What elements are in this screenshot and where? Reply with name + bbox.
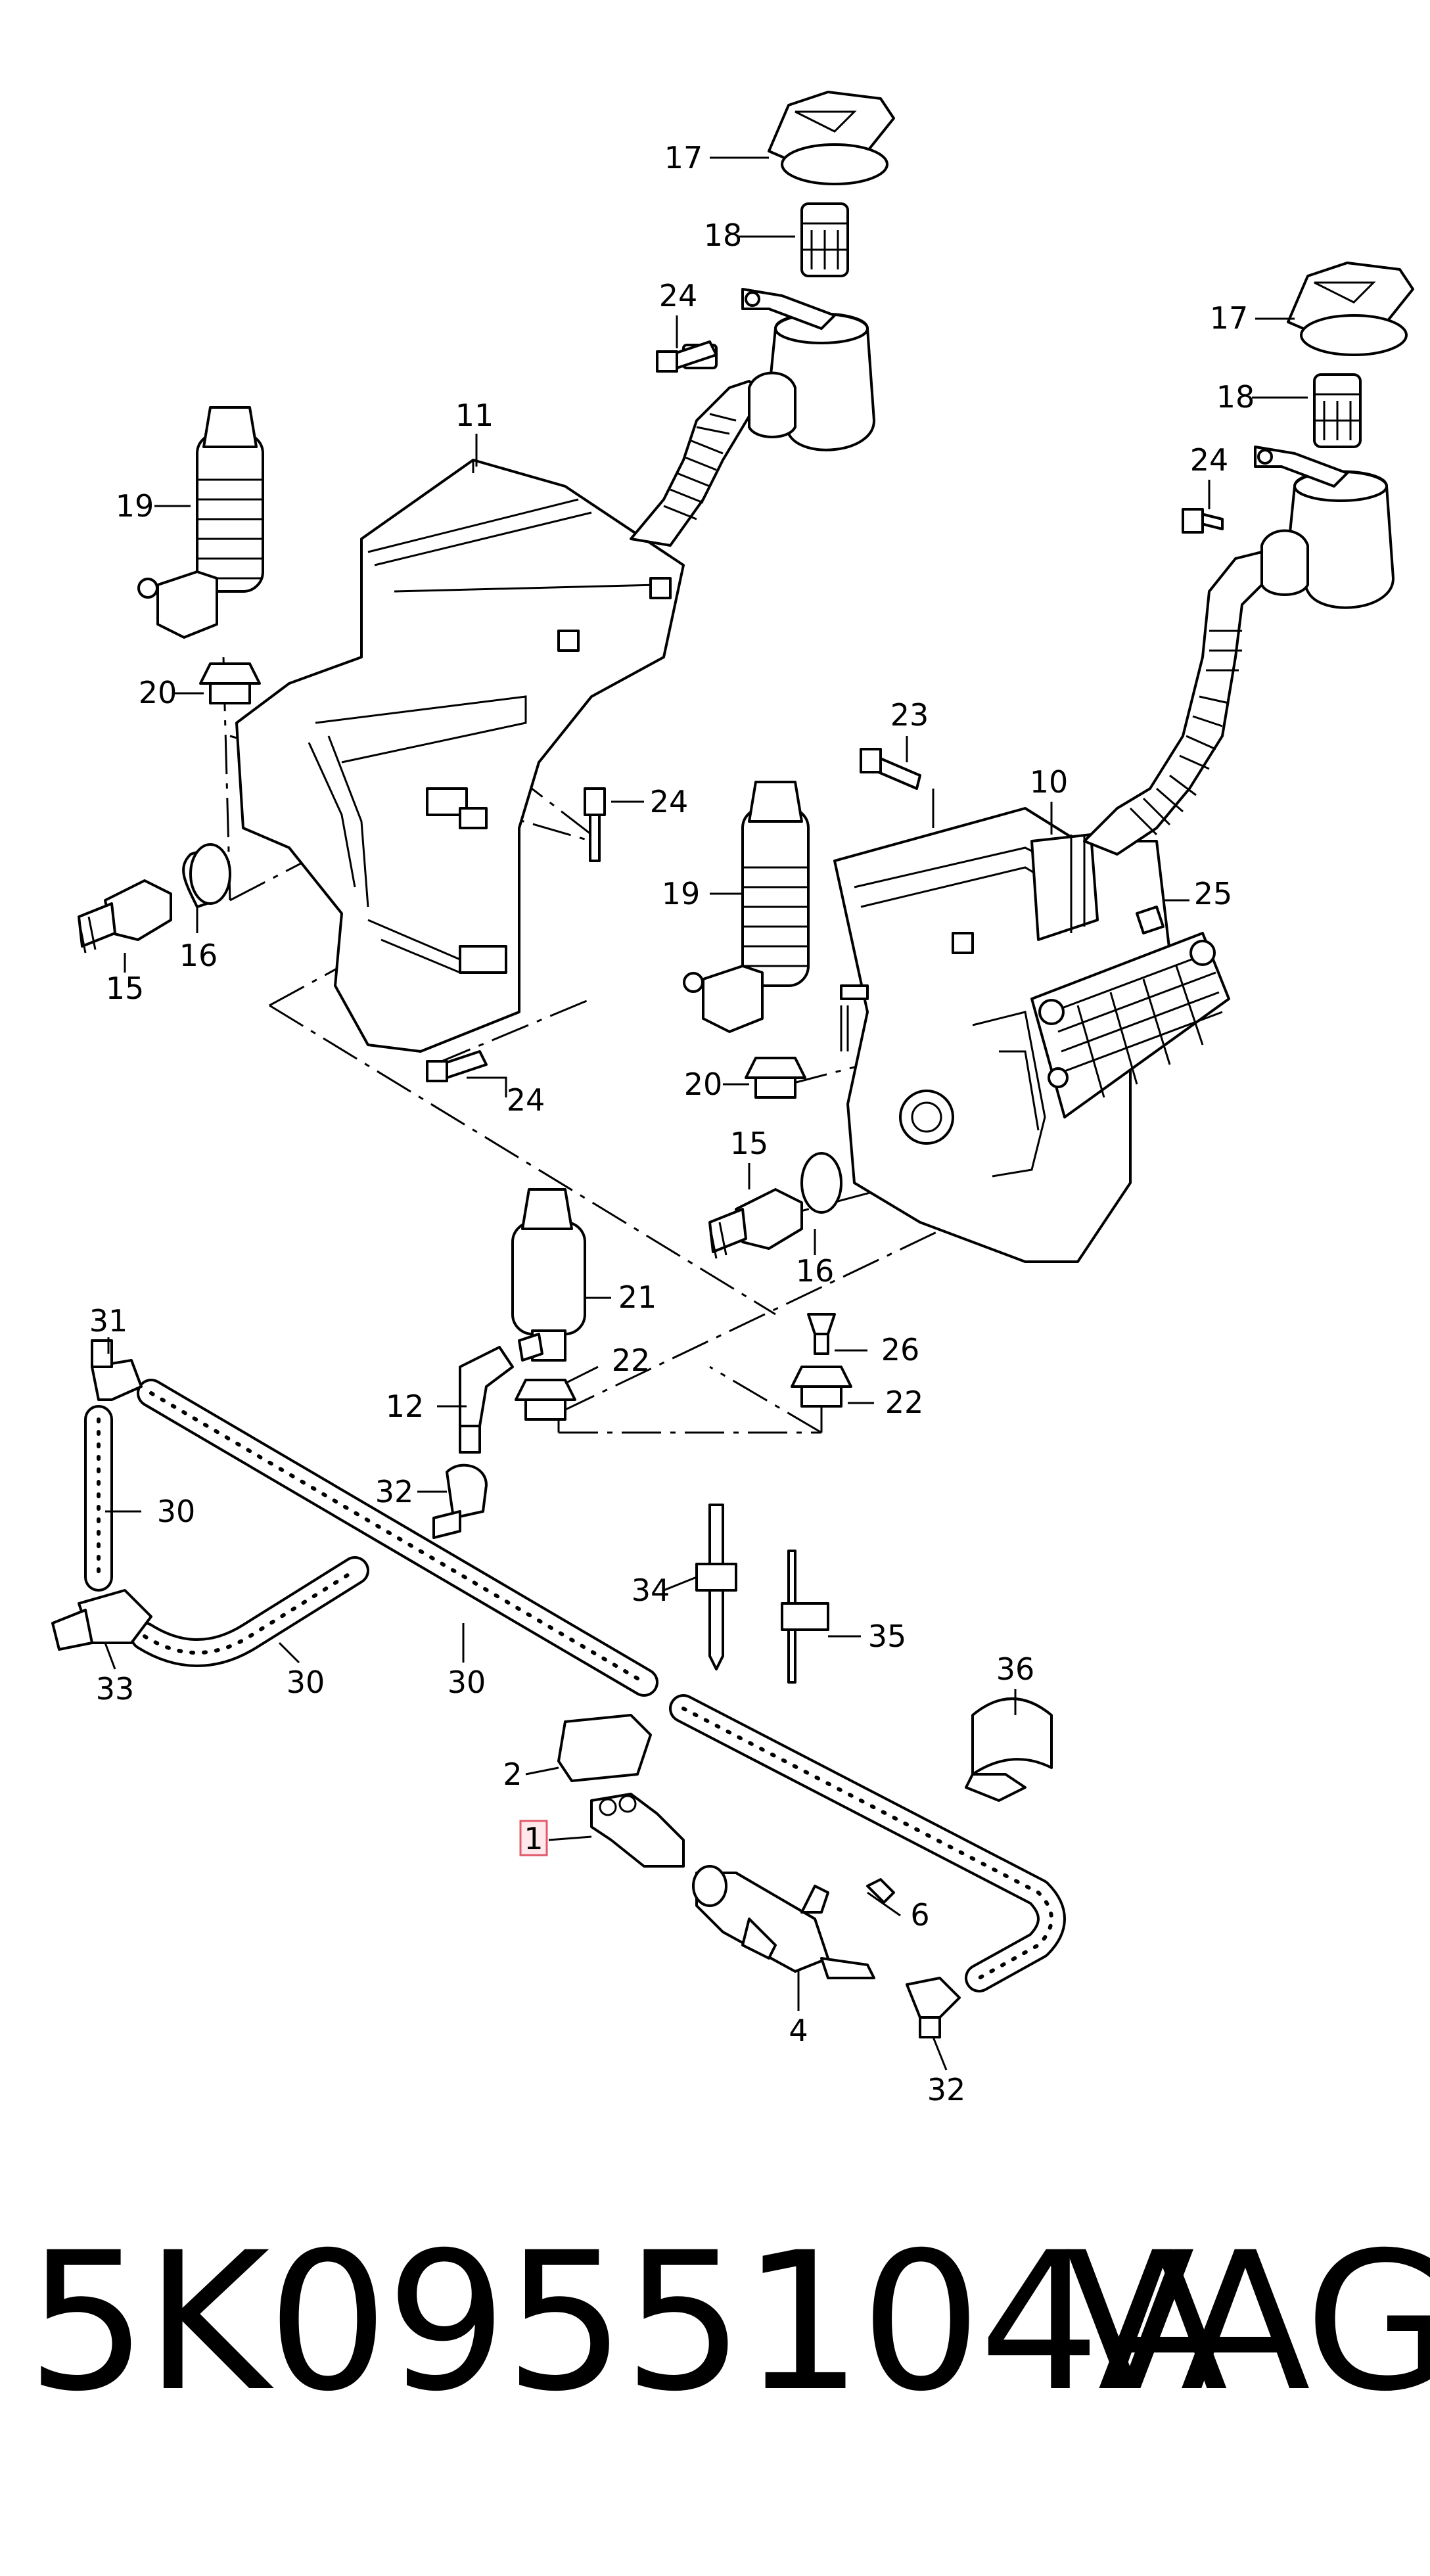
level-sensor-right [708, 1152, 842, 1259]
part-1-highlight-box [519, 1820, 548, 1856]
part-number: 5K0955104A [26, 2212, 1228, 2433]
callout-11: 11 [455, 398, 494, 433]
callout-19: 19 [116, 488, 154, 524]
callout-34: 34 [632, 1573, 670, 1608]
callout-30: 30 [157, 1494, 196, 1529]
footer: 5K0955104A VAG [0, 2228, 1430, 2451]
callout-33: 33 [96, 1671, 135, 1707]
reservoir-left [235, 459, 685, 1053]
callout-32: 32 [927, 2072, 966, 2107]
callout-22: 22 [612, 1343, 651, 1378]
callout-18: 18 [1216, 379, 1255, 415]
clips-and-clamps [695, 1504, 1053, 1802]
pump-right [683, 781, 810, 1099]
callout-17: 17 [1210, 300, 1249, 336]
headlamp-washer-assembly [557, 1714, 895, 1979]
callout-21: 21 [618, 1279, 657, 1315]
callout-labels: 17 18 24 11 19 20 24 15 16 24 17 18 24 2… [89, 140, 1255, 2107]
callout-17: 17 [664, 140, 703, 175]
callout-15: 15 [106, 971, 145, 1006]
callout-23: 23 [890, 697, 929, 733]
level-sensor-left [78, 843, 231, 954]
callout-36: 36 [996, 1651, 1035, 1687]
callout-4: 4 [789, 2013, 808, 2048]
callout-12: 12 [386, 1389, 425, 1424]
hoses-30 [84, 1379, 1066, 1992]
callout-25: 25 [1194, 876, 1233, 911]
callout-30: 30 [448, 1665, 486, 1700]
callout-20: 20 [684, 1067, 723, 1102]
hose-connectors [51, 1339, 961, 2038]
elbow-connector-12 [459, 1346, 514, 1454]
callout-16: 16 [796, 1253, 835, 1289]
callout-2: 2 [503, 1757, 522, 1792]
callout-16: 16 [179, 938, 218, 973]
callout-30: 30 [287, 1665, 325, 1700]
callout-26: 26 [881, 1332, 920, 1368]
pump-left [137, 406, 264, 704]
filler-neck-right [1083, 262, 1414, 856]
filler-neck-left [630, 91, 895, 547]
brand-name: VAG [1065, 2212, 1430, 2433]
callout-24: 24 [1190, 442, 1229, 478]
callout-6: 6 [910, 1897, 929, 1933]
callout-35: 35 [868, 1619, 907, 1654]
callout-19: 19 [662, 876, 701, 911]
callout-24: 24 [507, 1082, 545, 1118]
callout-20: 20 [139, 675, 177, 710]
callout-24: 24 [659, 278, 698, 313]
callout-18: 18 [704, 218, 743, 253]
callout-24: 24 [650, 784, 689, 819]
bolts-right [860, 748, 1165, 934]
bolts-left [426, 340, 718, 1082]
callout-1: 1 [524, 1821, 543, 1856]
leader-lines [104, 156, 1308, 2071]
callout-22: 22 [885, 1385, 924, 1420]
callout-10: 10 [1030, 764, 1069, 800]
callout-15: 15 [730, 1126, 769, 1161]
reservoir-right [833, 807, 1230, 1263]
callout-32: 32 [375, 1474, 414, 1509]
washer-pump-21 [511, 1188, 852, 1421]
callout-31: 31 [89, 1303, 128, 1339]
